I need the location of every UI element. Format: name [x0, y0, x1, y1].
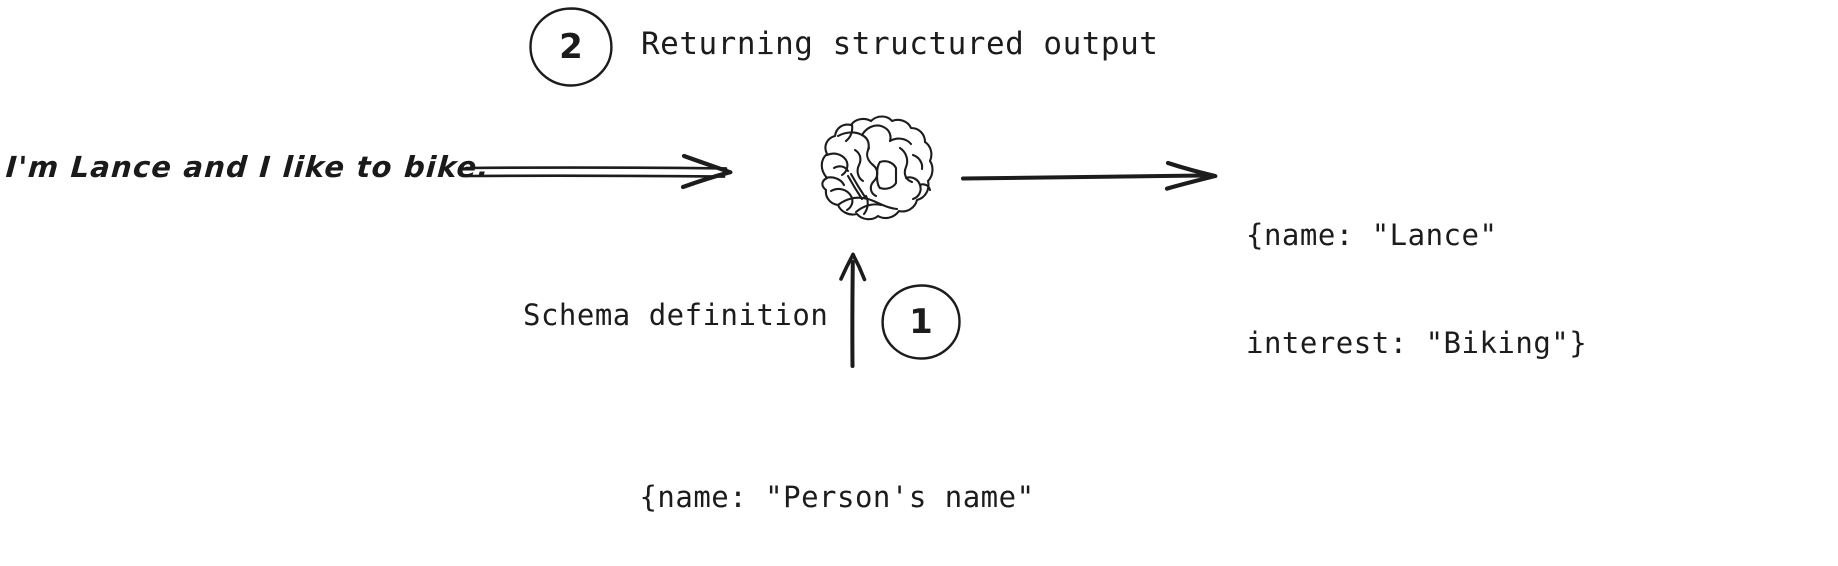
input-text: I'm Lance and I like to bike.	[4, 150, 492, 184]
input-arrow	[464, 153, 733, 190]
brain-icon	[820, 115, 934, 221]
output-arrow	[961, 160, 1218, 191]
step-2-number: 2	[559, 27, 583, 67]
step-1-label: Schema definition	[523, 298, 829, 332]
step-1-badge: 1	[880, 283, 962, 361]
schema-arrow	[839, 252, 867, 368]
circle-outline-icon	[881, 284, 961, 360]
schema-json-line-1: {name: "Person's name"	[639, 480, 1035, 514]
output-json-line-1: {name: "Lance"	[1246, 218, 1498, 252]
step-2-label: Returning structured output	[641, 26, 1159, 62]
step-1-number: 1	[909, 302, 933, 342]
schema-json: {name: "Person's name" interest: "Person…	[602, 407, 1072, 566]
output-json-line-2: interest: "Biking"}	[1246, 326, 1588, 360]
step-2-badge: 2	[528, 6, 614, 88]
output-json: {name: "Lance" interest: "Biking"}	[1246, 145, 1587, 433]
circle-outline-icon	[529, 7, 613, 87]
